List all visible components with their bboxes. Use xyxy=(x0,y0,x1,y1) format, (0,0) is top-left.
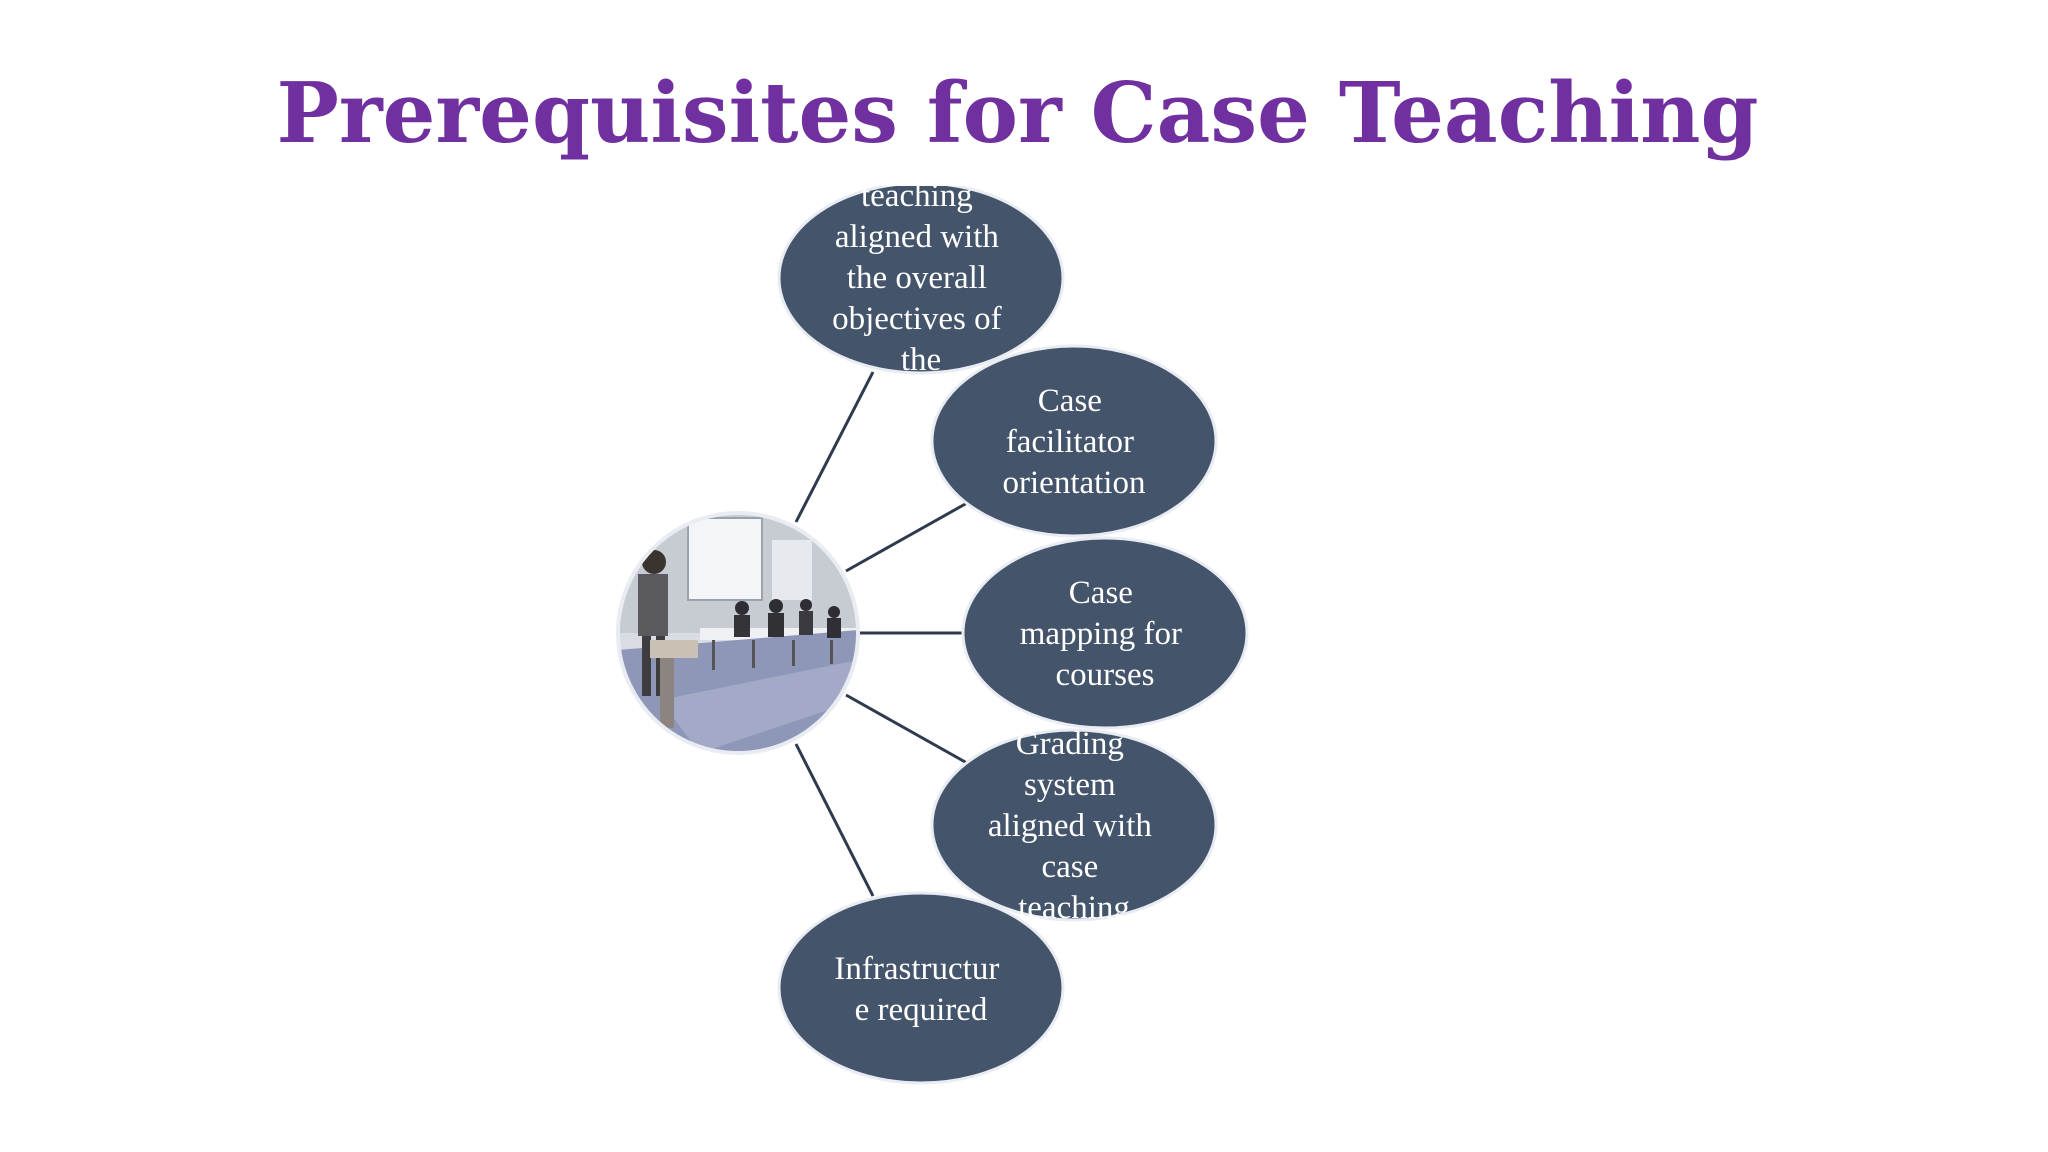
connector-objectives xyxy=(794,371,875,523)
node-objectives: teaching aligned with the overall object… xyxy=(777,178,1065,378)
connector-facilitator xyxy=(845,501,968,573)
hub-ring xyxy=(616,511,860,755)
node-facilitator: Case facilitator orientation xyxy=(930,344,1218,538)
node-mapping: Case mapping for courses xyxy=(961,536,1249,730)
node-infrastructure-text: Infrastructur e required xyxy=(834,951,1007,1028)
node-mapping-text: Case mapping for courses xyxy=(1020,575,1190,693)
node-grading: Grading system aligned with case teachin… xyxy=(930,726,1218,926)
node-infrastructure: Infrastructur e required xyxy=(777,891,1065,1085)
node-objectives-text: teaching aligned with the overall object… xyxy=(832,178,1010,378)
slide-title: Prerequisites for Case Teaching xyxy=(276,64,1759,162)
connector-infrastructure xyxy=(794,743,875,897)
diagram-nodes: teaching aligned with the overall object… xyxy=(777,178,1249,1085)
connectors xyxy=(794,371,968,897)
node-grading-text: Grading system aligned with case teachin… xyxy=(988,726,1160,926)
connector-grading xyxy=(845,693,968,765)
hub-photo xyxy=(616,511,860,755)
node-facilitator-text: Case facilitator orientation xyxy=(1003,383,1146,501)
